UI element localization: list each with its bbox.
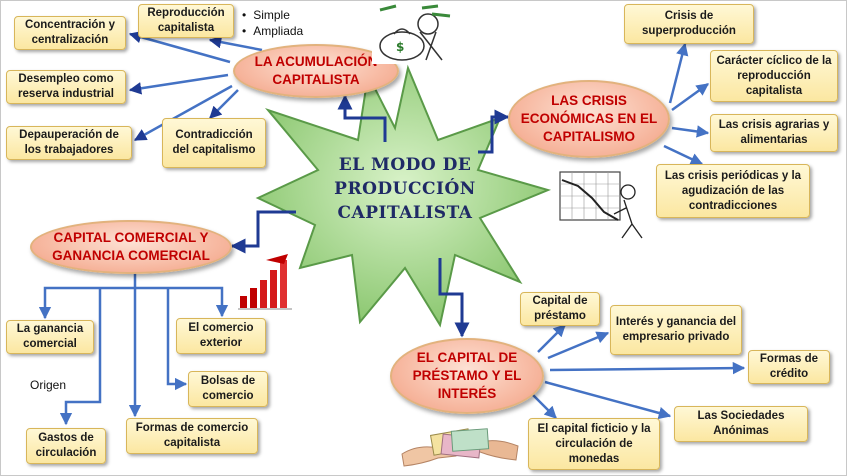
- exchanges-box: Bolsas de comercio: [188, 371, 268, 407]
- link-acc-pauperization: [133, 84, 233, 142]
- reproduction-type-expanded: Ampliada: [242, 23, 303, 39]
- money-handover-image: [401, 428, 519, 467]
- origin-label: Origen: [30, 378, 67, 392]
- center-star: [255, 64, 552, 328]
- credit-box: Formas de crédito: [748, 350, 830, 384]
- svg-text:$: $: [396, 40, 404, 54]
- link-crises-periodic: [663, 144, 704, 166]
- link-crises-agrarian: [671, 125, 710, 138]
- link-center-crises: [478, 109, 510, 154]
- money-bag-image: $: [372, 2, 454, 64]
- link-loan-credit: [549, 361, 746, 375]
- link-loan-fictitious: [529, 391, 557, 419]
- circulation-costs-box: Gastos de circulación: [26, 428, 106, 464]
- center-title: EL MODO DE PRODUCCIÓN CAPITALISTA: [334, 155, 476, 223]
- commerce-forms-box: Formas de comercio capitalista: [126, 418, 258, 454]
- link-center-accumulation: [337, 94, 387, 142]
- interest-box: Interés y ganancia del empresario privad…: [610, 305, 742, 355]
- agrarian-box: Las crisis agrarias y alimentarias: [710, 114, 838, 152]
- commercial-tree: [38, 270, 229, 426]
- reproduction-types: Simple Ampliada: [242, 7, 303, 39]
- accumulation-oval: LA ACUMULACIÓN CAPITALISTA: [233, 44, 399, 98]
- profit-box: La ganancia comercial: [6, 320, 94, 354]
- fictitious-box: El capital ficticio y la circulación de …: [528, 418, 660, 470]
- cyclical-box: Carácter cíclico de la reproducción capi…: [710, 50, 838, 102]
- foreign-trade-box: El comercio exterior: [176, 318, 266, 354]
- crisis-chart-image: [559, 171, 643, 239]
- bar-growth-image: [238, 254, 292, 310]
- unemployment-box: Desempleo como reserva industrial: [6, 70, 126, 104]
- corporations-box: Las Sociedades Anónimas: [674, 406, 808, 442]
- contradiction-box: Contradicción del capitalismo: [162, 118, 266, 168]
- concentration-box: Concentración y centralización: [14, 16, 126, 50]
- link-acc-reproduction: [208, 35, 263, 52]
- link-loan-capital: [537, 324, 566, 353]
- pauperization-box: Depauperación de los trabajadores: [6, 126, 132, 160]
- loan-oval: EL CAPITAL DE PRÉSTAMO Y EL INTERÉS: [390, 338, 544, 414]
- loan-capital-box: Capital de préstamo: [520, 292, 600, 326]
- link-crises-cyclical: [671, 82, 710, 112]
- link-crises-overproduction: [668, 42, 689, 104]
- link-loan-interest: [547, 331, 610, 360]
- reproduction-type-simple: Simple: [242, 7, 303, 23]
- link-loan-corporations: [544, 380, 672, 420]
- link-acc-unemployment: [128, 73, 229, 95]
- overproduction-box: Crisis de superproducción: [624, 4, 754, 44]
- link-center-commercial: [230, 210, 296, 254]
- commercial-oval: CAPITAL COMERCIAL Y GANANCIA COMERCIAL: [30, 220, 232, 274]
- link-acc-concentration: [128, 31, 231, 64]
- crises-oval: LAS CRISIS ECONÓMICAS EN EL CAPITALISMO: [508, 80, 670, 158]
- periodic-box: Las crisis periódicas y la agudización d…: [656, 164, 810, 218]
- reproduction-box: Reproducción capitalista: [138, 4, 234, 38]
- link-center-loan: [438, 258, 470, 338]
- link-acc-contradiction: [209, 89, 239, 119]
